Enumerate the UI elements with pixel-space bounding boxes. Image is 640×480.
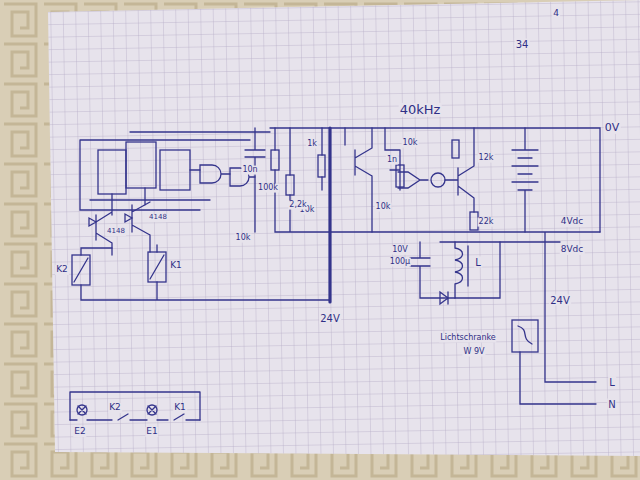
schematic-label: 10n (241, 166, 258, 175)
circuit-wires (455, 242, 500, 298)
circuit-wires (148, 252, 166, 282)
circuit-wires (74, 258, 88, 282)
schematic-label: L (474, 257, 482, 268)
circuit-wires (431, 173, 445, 187)
schematic-label: 10k (375, 203, 392, 212)
schematic-label: 4148 (148, 214, 168, 222)
schematic-label: 2,2k (288, 201, 307, 210)
circuit-wires (126, 142, 156, 188)
circuit-wires (77, 405, 87, 415)
graph-grid (48, 0, 640, 456)
circuit-wires (410, 242, 455, 298)
circuit-wires (81, 245, 330, 300)
schematic-label: 4Vdc (560, 217, 585, 227)
circuit-wires (70, 128, 600, 420)
schematic-label: K2 (55, 265, 69, 275)
circuit-wires (130, 128, 600, 232)
circuit-wires (96, 194, 112, 255)
schematic-label: E1 (145, 427, 158, 437)
circuit-wires (467, 246, 468, 286)
schematic-label: W 9V (462, 348, 485, 357)
circuit-wires (200, 165, 230, 183)
circuit-wires (275, 128, 330, 232)
schematic-label: 1n (386, 156, 398, 165)
circuit-wires (271, 150, 279, 170)
schematic-label: Lichtschranke (439, 334, 496, 343)
circuit-wires (518, 326, 532, 344)
schematic-label: K1 (173, 403, 187, 413)
schematic-label: E2 (73, 427, 86, 437)
schematic-label: 40kHz (399, 103, 442, 117)
schematic-label: 22k (478, 218, 495, 227)
paper-sheet (48, 0, 640, 456)
circuit-wires (318, 155, 325, 177)
schematic-label: 0V (604, 122, 621, 134)
circuit-wires (328, 128, 331, 302)
schematic-label: 12k (478, 154, 495, 163)
schematic-label: 8Vdc (560, 245, 585, 255)
circuit-wires (80, 140, 250, 210)
circuit-wires (330, 232, 600, 404)
schematic-label: 1k (306, 140, 318, 149)
schematic-label: N (607, 399, 616, 410)
circuit-wires (321, 128, 322, 190)
schematic-label: 10V (391, 246, 409, 255)
schematic-label: L (608, 377, 616, 388)
circuit-wires (396, 165, 404, 187)
schematic-label: 100k (257, 184, 279, 193)
circuit-wires (148, 406, 156, 414)
schematic-label: K1 (169, 261, 183, 271)
circuit-wires (512, 128, 538, 232)
circuit-wires (512, 320, 538, 352)
schematic-label: 10k (402, 139, 419, 148)
circuit-wires (70, 392, 200, 420)
schematic-label: 4 (552, 9, 560, 19)
circuit-wires (147, 405, 157, 415)
circuit-wires (440, 292, 448, 304)
circuit-wires (78, 406, 86, 414)
schematic-label: 100µ (389, 258, 411, 267)
circuit-wires (345, 128, 372, 232)
circuit-wires (125, 214, 132, 222)
schematic-label: 4148 (106, 228, 126, 236)
circuit-wires (89, 218, 96, 226)
circuit-wires (70, 414, 200, 420)
circuit-wires (445, 128, 474, 212)
schematic-label: K2 (108, 403, 122, 413)
circuit-wires (452, 140, 459, 158)
schematic-label: 10k (235, 234, 252, 243)
circuit-wires (385, 128, 400, 190)
circuit-wires (98, 150, 126, 194)
schematic-label: 34 (515, 39, 530, 50)
circuit-wires (398, 172, 428, 188)
schematic-label: 24V (319, 313, 341, 324)
circuit-wires (160, 150, 190, 190)
circuit-wires (286, 175, 294, 195)
schematic-label: 24V (549, 295, 571, 306)
circuit-wires (150, 255, 164, 279)
circuit-wires (72, 255, 90, 285)
